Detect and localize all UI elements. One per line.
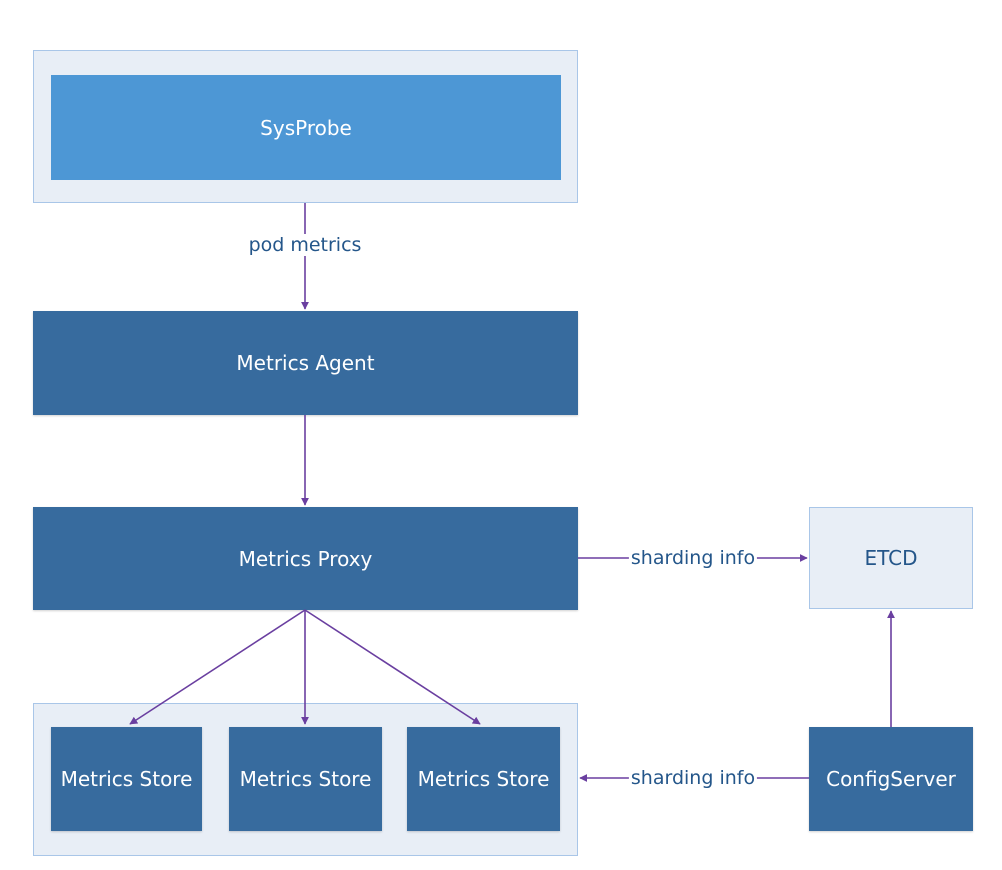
metrics-store-node-2: Metrics Store (229, 727, 382, 831)
etcd-node: ETCD (809, 507, 973, 609)
config-server-node: ConfigServer (809, 727, 973, 831)
metrics-agent-node: Metrics Agent (33, 311, 578, 415)
edge-label-pod-metrics: pod metrics (246, 234, 364, 256)
sysprobe-node: SysProbe (51, 75, 561, 180)
edge-label-sharding-info-stores: sharding info (628, 767, 758, 789)
metrics-proxy-node: Metrics Proxy (33, 507, 578, 610)
metrics-store-node-3: Metrics Store (407, 727, 560, 831)
edge-label-sharding-info-etcd: sharding info (628, 547, 758, 569)
metrics-store-node-1: Metrics Store (51, 727, 202, 831)
